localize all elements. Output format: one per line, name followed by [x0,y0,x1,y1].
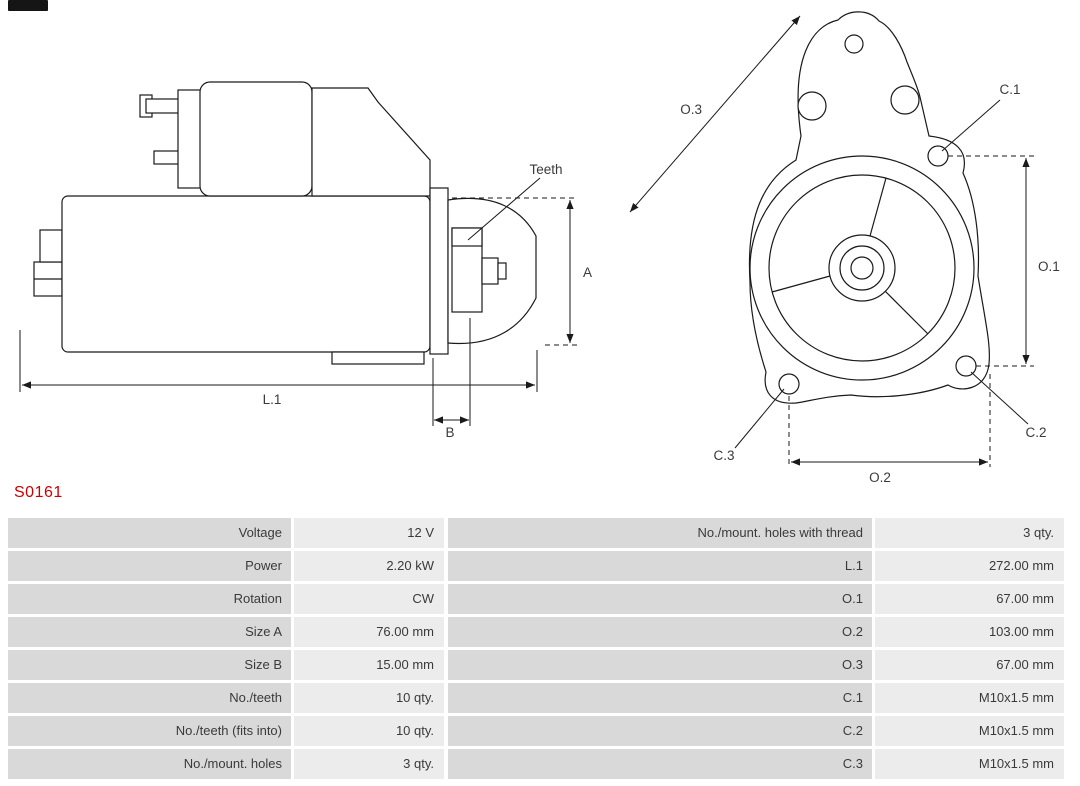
spec-value: 15.00 mm [294,650,444,680]
spec-value: M10x1.5 mm [875,683,1064,713]
spec-value: 103.00 mm [875,617,1064,647]
c2-leader-line [970,371,1029,425]
spec-value: 12 V [294,518,444,548]
brand-logo-icon [8,0,48,11]
spec-label: No./mount. holes [8,749,291,779]
spec-row: No./teeth (fits into)10 qty. [8,716,444,746]
spec-value: 10 qty. [294,716,444,746]
dim-o2-label: O.2 [869,470,891,485]
dim-o3-line [629,15,801,213]
dim-l1-label: L.1 [263,392,282,407]
dim-a-label: A [583,265,592,280]
spec-value: 76.00 mm [294,617,444,647]
teeth-leader-line [467,177,541,241]
spec-value: M10x1.5 mm [875,749,1064,779]
front-view-dimensions [629,15,1034,467]
starter-side-view [33,81,537,365]
spec-value: M10x1.5 mm [875,716,1064,746]
spec-label: No./teeth (fits into) [8,716,291,746]
mount-hole-c2 [955,355,977,377]
side-view-dimensions [19,177,578,426]
spec-label: O.1 [448,584,872,614]
spec-label: Power [8,551,291,581]
spec-value: 3 qty. [875,518,1064,548]
technical-drawing: Teeth A L.1 B O.3 C.1 O.1 C.2 C.3 O.2 [19,11,1060,485]
spec-label: No./mount. holes with thread [448,518,872,548]
hole-c3-label: C.3 [713,448,734,463]
hole-c2-label: C.2 [1025,425,1046,440]
spec-value: 272.00 mm [875,551,1064,581]
spec-label: L.1 [448,551,872,581]
spec-value: 10 qty. [294,683,444,713]
spec-label: C.2 [448,716,872,746]
spec-label: Rotation [8,584,291,614]
spec-value: 3 qty. [294,749,444,779]
c3-leader-line [734,388,785,449]
c1-leader-line [941,99,1001,152]
hole-c1-label: C.1 [999,82,1020,97]
dim-b-label: B [445,425,454,440]
spec-value: CW [294,584,444,614]
spec-label: Size A [8,617,291,647]
spec-label: O.2 [448,617,872,647]
spec-value: 2.20 kW [294,551,444,581]
spec-label: Size B [8,650,291,680]
teeth-label: Teeth [529,162,562,177]
spec-label: Voltage [8,518,291,548]
diagram-labels: Teeth A L.1 B O.3 C.1 O.1 C.2 C.3 O.2 [263,82,1060,485]
spec-label: No./teeth [8,683,291,713]
starter-front-view [748,11,990,404]
dim-o1-label: O.1 [1038,259,1060,274]
dim-o3-label: O.3 [680,102,702,117]
spec-label: C.3 [448,749,872,779]
spec-value: 67.00 mm [875,650,1064,680]
spec-label: C.1 [448,683,872,713]
part-number: S0161 [14,484,63,501]
spec-value: 67.00 mm [875,584,1064,614]
spec-label: O.3 [448,650,872,680]
